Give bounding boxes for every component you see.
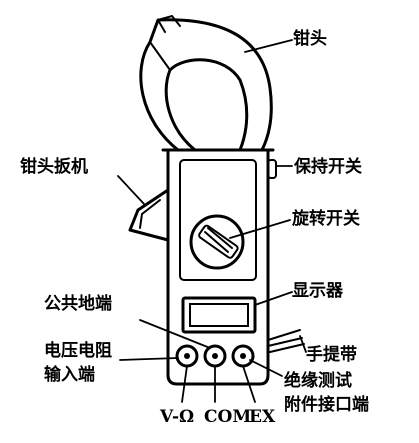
rotary-switch-dial (189, 214, 245, 270)
terminal-label-com: COM (204, 407, 251, 427)
label-hand-strap: 手提带 (306, 344, 357, 365)
terminal-ex-core (240, 353, 246, 359)
jaw-trigger-shape (128, 188, 170, 242)
jaw-trigger-inner (139, 199, 161, 229)
hand-strap-shape (267, 329, 305, 353)
leader-display (254, 291, 293, 306)
label-voltage-input-line2: 输入端 (44, 364, 95, 385)
leader-term-ex (242, 365, 256, 403)
jaw-inner (164, 58, 249, 152)
leader-term-v (181, 365, 188, 403)
label-insulation-test-line2: 附件接口端 (284, 394, 369, 415)
label-common-ground: 公共地端 (44, 293, 112, 314)
jaw-tip (157, 14, 181, 27)
display-screen (189, 303, 249, 327)
hold-switch-shape (267, 159, 277, 179)
jaw-outer (139, 18, 273, 152)
leader-jaw-trigger (117, 175, 146, 206)
label-jaw: 钳头 (293, 28, 327, 49)
terminal-label-v-ohm: V-Ω (159, 407, 194, 427)
display-frame (181, 296, 257, 334)
leader-hand-strap (299, 335, 307, 353)
upper-panel (179, 159, 257, 281)
rotary-switch-knob-grip (204, 227, 233, 253)
rotary-switch-knob (198, 224, 239, 259)
meter-body-outline (166, 148, 270, 386)
leader-jaw (244, 39, 293, 53)
label-hold-switch: 保持开关 (293, 156, 362, 177)
leader-rotary-switch (229, 219, 291, 239)
label-voltage-input-line1: 电压电阻 (44, 340, 112, 361)
terminal-v-ohm-core (184, 353, 190, 359)
terminal-com-core (212, 353, 218, 359)
jaw-gap (149, 19, 171, 71)
label-display: 显示器 (292, 281, 344, 301)
leader-voltage-input (119, 357, 179, 361)
leader-common-ground (139, 319, 211, 349)
label-insulation-test-line1: 绝缘测试 (284, 370, 352, 391)
terminal-label-ex: EX (249, 407, 276, 427)
label-rotary-switch: 旋转开关 (291, 208, 360, 229)
leader-insulation-test (249, 359, 283, 377)
label-jaw-trigger: 钳头扳机 (20, 156, 88, 177)
